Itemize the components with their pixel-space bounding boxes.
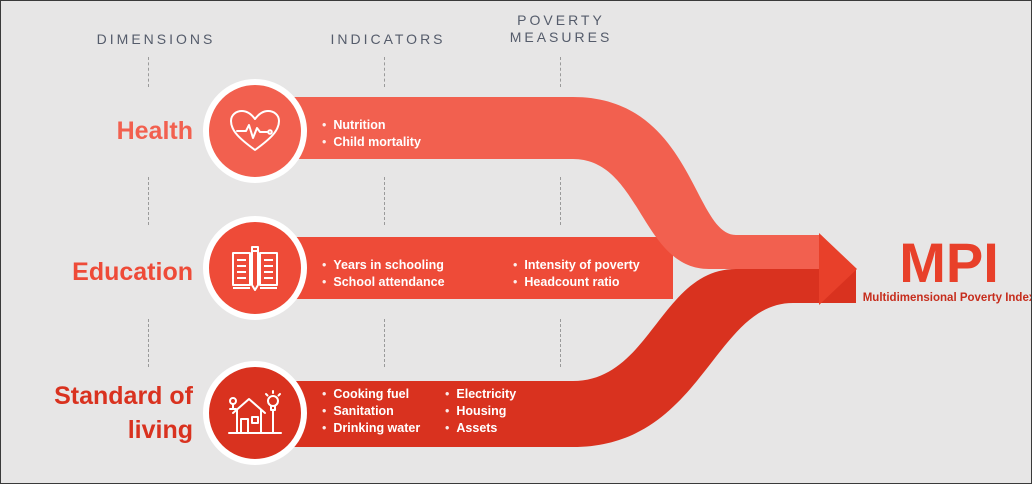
book-pencil-icon <box>232 246 278 291</box>
standard-of-living-indicators-col2: Electricity Housing Assets <box>445 386 516 437</box>
standard-of-living-indicators-col1: Cooking fuel Sanitation Drinking water <box>322 386 420 437</box>
guide-line <box>148 57 149 87</box>
header-poverty-measures: POVERTY MEASURES <box>509 12 613 45</box>
list-item: Cooking fuel <box>322 386 420 403</box>
standard-of-living-circle <box>203 361 307 465</box>
list-item: Child mortality <box>322 134 421 151</box>
list-item: Sanitation <box>322 403 420 420</box>
guide-line <box>384 57 385 87</box>
dimension-label-standard-of-living: Standard of living <box>54 382 193 444</box>
list-item: Drinking water <box>322 420 420 437</box>
dimension-label-education: Education <box>72 258 193 286</box>
mpi-subtitle: Multidimensional Poverty Index <box>862 292 1032 304</box>
list-item: Years in schooling <box>322 257 445 274</box>
guide-line <box>384 319 385 367</box>
guide-line <box>560 177 561 225</box>
dimension-label-health: Health <box>116 117 193 145</box>
guide-line <box>148 177 149 225</box>
guide-line <box>560 319 561 367</box>
health-circle <box>203 79 307 183</box>
education-circle <box>203 216 307 320</box>
header-dimensions: DIMENSIONS <box>96 31 216 47</box>
list-item: Nutrition <box>322 117 421 134</box>
poverty-measures: Intensity of poverty Headcount ratio <box>513 257 640 291</box>
list-item: School attendance <box>322 274 444 291</box>
list-item: Headcount ratio <box>513 274 640 291</box>
list-item: Assets <box>445 420 516 437</box>
list-item: Housing <box>445 403 516 420</box>
mpi-title: MPI <box>899 231 999 294</box>
list-item: Intensity of poverty <box>513 257 639 274</box>
education-indicators: Years in schooling School attendance <box>322 257 445 291</box>
header-indicators: INDICATORS <box>330 31 446 47</box>
guide-line <box>384 177 385 225</box>
heart-pulse-icon <box>230 110 280 151</box>
guide-line <box>148 319 149 367</box>
guide-line <box>560 57 561 87</box>
mpi-arrow-head <box>819 233 857 305</box>
health-indicators: Nutrition Child mortality <box>322 117 421 151</box>
house-lightbulb-icon <box>228 390 282 434</box>
list-item: Electricity <box>445 386 516 403</box>
